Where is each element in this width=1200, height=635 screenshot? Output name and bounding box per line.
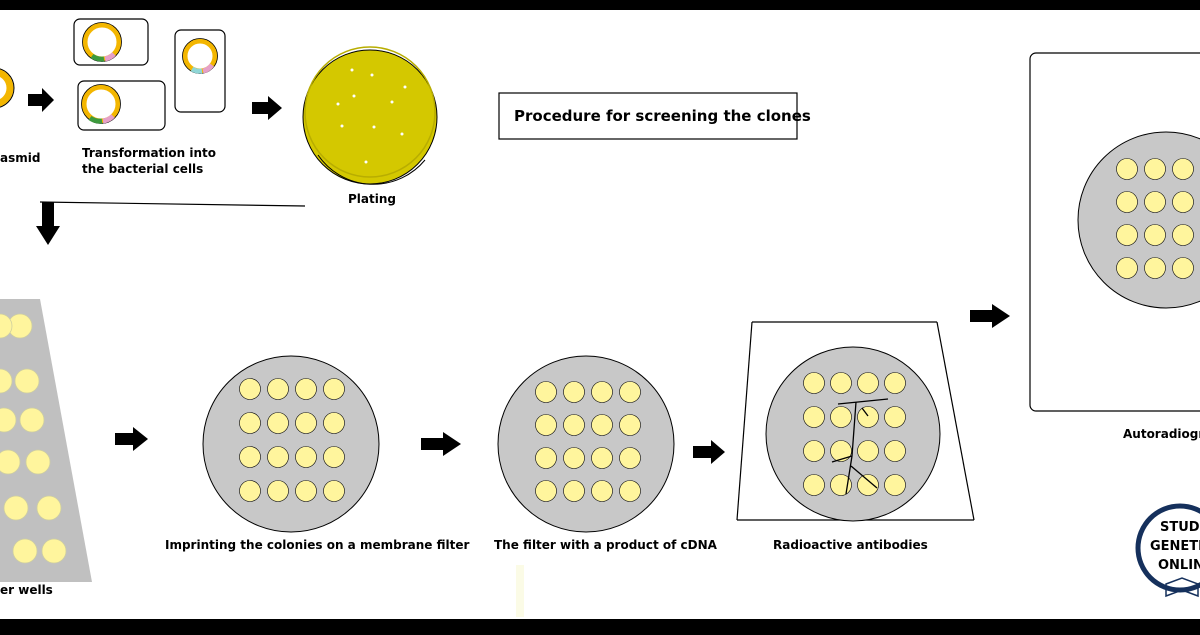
logo-line-2: GENETI xyxy=(1150,539,1200,554)
label-autoradiograph: Autoradiogra xyxy=(1123,427,1200,441)
colony-well xyxy=(1173,258,1194,279)
colony-well xyxy=(296,413,317,434)
microtiter-well xyxy=(26,450,50,474)
colony-well xyxy=(324,379,345,400)
microtiter-well xyxy=(37,496,61,520)
faint-stripe xyxy=(516,565,524,617)
colony-well xyxy=(564,415,585,436)
colony-well xyxy=(240,379,261,400)
colony-well xyxy=(240,413,261,434)
colony-well xyxy=(1117,192,1138,213)
colony-well xyxy=(536,481,557,502)
colony-well xyxy=(1145,258,1166,279)
label-imprinting: Imprinting the colonies on a membrane fi… xyxy=(165,538,469,552)
microtiter-well xyxy=(15,369,39,393)
colony-well xyxy=(804,475,825,496)
colony-well xyxy=(804,373,825,394)
colony-well xyxy=(1173,192,1194,213)
colony-well xyxy=(296,379,317,400)
colony-well xyxy=(240,481,261,502)
colony-well xyxy=(1145,159,1166,180)
colony-well xyxy=(1117,258,1138,279)
petri-dish-icon xyxy=(303,47,437,184)
colony-well xyxy=(804,441,825,462)
colony-well xyxy=(804,407,825,428)
diagram-title: Procedure for screening the clones xyxy=(514,107,811,125)
label-transformation-2: the bacterial cells xyxy=(82,162,203,176)
logo-line-1: STUD xyxy=(1160,520,1200,535)
cdna-filter xyxy=(498,356,674,532)
colony-well xyxy=(885,441,906,462)
colony-well xyxy=(831,441,852,462)
colony-well xyxy=(858,373,879,394)
microtiter-well xyxy=(42,539,66,563)
colony-well xyxy=(620,415,641,436)
colony-well xyxy=(1145,192,1166,213)
colony-well xyxy=(536,382,557,403)
colony-well xyxy=(858,441,879,462)
colony-well xyxy=(885,475,906,496)
colony-well xyxy=(324,447,345,468)
microtiter-well xyxy=(20,408,44,432)
label-microtiter: er wells xyxy=(0,583,53,597)
colony-well xyxy=(592,448,613,469)
colony-well xyxy=(1145,225,1166,246)
colony-well xyxy=(831,407,852,428)
colony-well xyxy=(831,373,852,394)
colony-well xyxy=(885,373,906,394)
colony-well xyxy=(536,415,557,436)
label-plating: Plating xyxy=(348,192,396,206)
microtiter-well xyxy=(0,450,20,474)
colony-well xyxy=(1173,225,1194,246)
colony-well xyxy=(1117,225,1138,246)
colony-well xyxy=(240,447,261,468)
colony-well xyxy=(268,481,289,502)
label-filter-cdna: The filter with a product of cDNA xyxy=(494,538,718,552)
colony-well xyxy=(268,447,289,468)
colony-well xyxy=(858,475,879,496)
colony-well xyxy=(620,382,641,403)
colony-well xyxy=(620,448,641,469)
colony-well xyxy=(324,413,345,434)
microtiter-well xyxy=(13,539,37,563)
colony-well xyxy=(268,379,289,400)
logo-line-3: ONLIN xyxy=(1158,558,1200,573)
colony-well xyxy=(296,447,317,468)
colony-well xyxy=(858,407,879,428)
microtiter-well xyxy=(4,496,28,520)
colony-well xyxy=(1173,159,1194,180)
colony-well xyxy=(564,481,585,502)
colony-well xyxy=(536,448,557,469)
label-radioactive: Radioactive antibodies xyxy=(773,538,928,552)
colony-well xyxy=(1117,159,1138,180)
colony-well xyxy=(324,481,345,502)
label-transformation-1: Transformation into xyxy=(82,146,216,160)
colony-well xyxy=(620,481,641,502)
colony-well xyxy=(296,481,317,502)
membrane-filter xyxy=(203,356,379,532)
colony-well xyxy=(564,382,585,403)
label-plasmid: asmid xyxy=(0,151,40,165)
colony-well xyxy=(268,413,289,434)
colony-well xyxy=(592,481,613,502)
colony-well xyxy=(592,382,613,403)
colony-well xyxy=(592,415,613,436)
colony-well xyxy=(885,407,906,428)
colony-well xyxy=(564,448,585,469)
